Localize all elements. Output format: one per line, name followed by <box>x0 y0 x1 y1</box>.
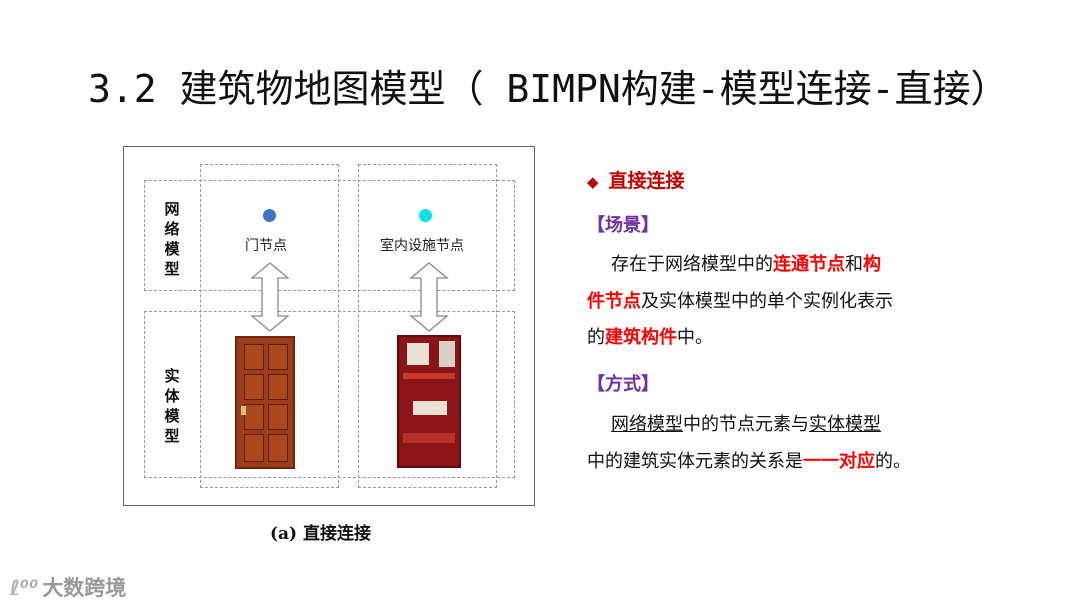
section-method: 【方式】 <box>587 370 659 396</box>
heading-direct-connection: ◆直接连接 <box>587 166 685 193</box>
logo-icon: ℓ⁰⁰ <box>10 576 38 600</box>
row-label-entity: 实体模型 <box>162 366 182 446</box>
double-arrow-icon <box>409 262 449 332</box>
facility-node-label: 室内设施节点 <box>380 235 464 255</box>
door-node-dot <box>263 209 276 222</box>
fire-cabinet-image <box>397 335 461 468</box>
row-label-network: 网络模型 <box>162 199 182 279</box>
double-arrow-icon <box>250 262 290 332</box>
facility-node-dot <box>419 209 432 222</box>
wooden-door-image <box>235 336 295 469</box>
section-scenario: 【场景】 <box>587 211 659 237</box>
method-line-2: 中的建筑实体元素的关系是一一对应的。 <box>587 444 911 480</box>
door-node-label: 门节点 <box>245 235 287 255</box>
figure-caption: (a) 直接连接 <box>270 519 371 544</box>
scenario-line-3: 的建筑构件中。 <box>587 320 713 356</box>
scenario-line-2: 件节点及实体模型中的单个实例化表示 <box>587 284 893 320</box>
scenario-line-1: 存在于网络模型中的连通节点和构 <box>611 247 881 283</box>
diamond-icon: ◆ <box>587 173 599 191</box>
page-title: 3.2 建筑物地图模型（ BIMPN构建-模型连接-直接） <box>88 58 1009 113</box>
method-line-1: 网络模型中的节点元素与实体模型 <box>611 407 881 443</box>
